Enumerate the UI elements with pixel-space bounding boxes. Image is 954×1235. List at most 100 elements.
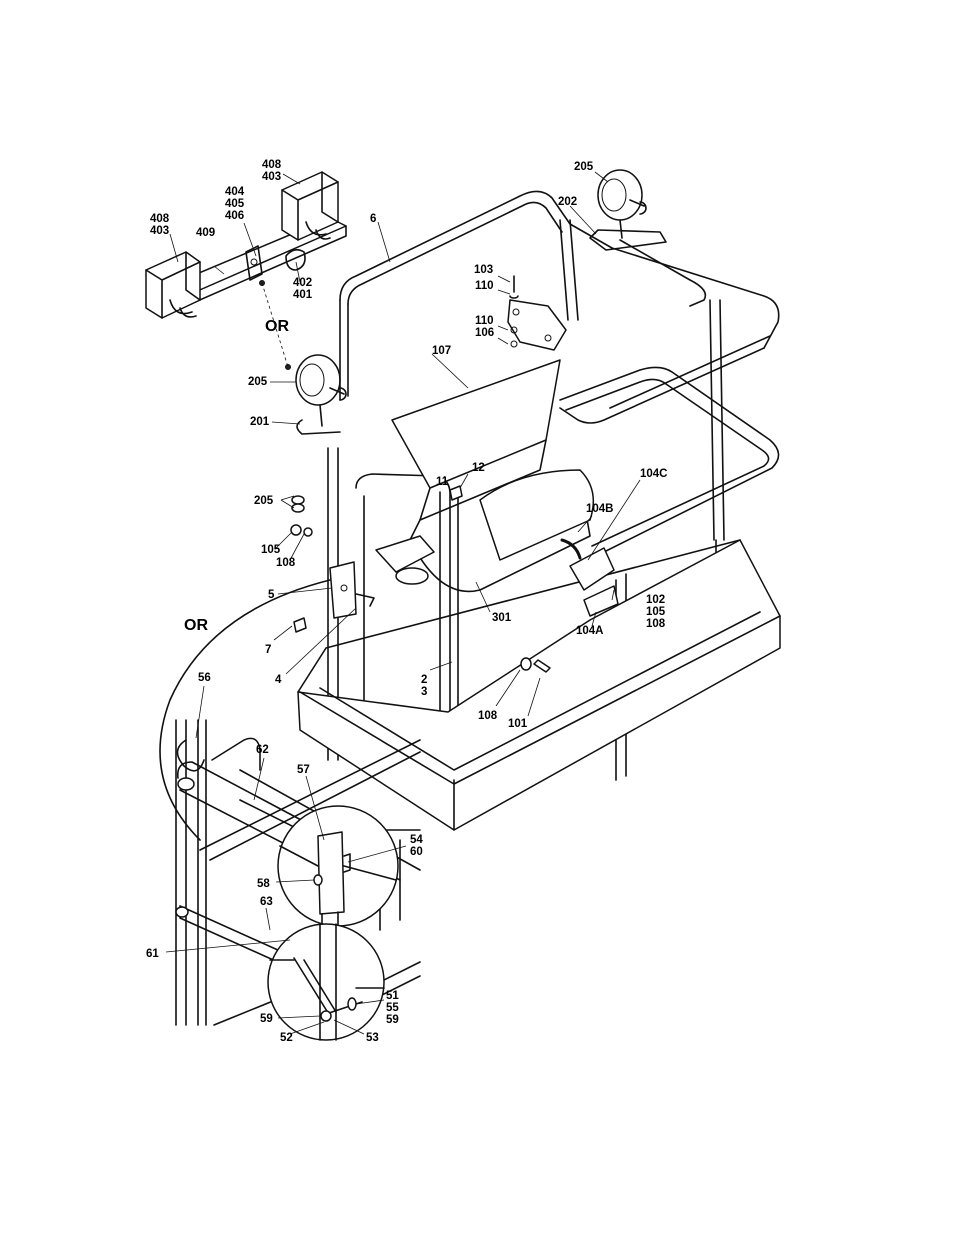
callout-104c: 104C [640,468,668,480]
callout-line: 106 [475,327,494,339]
callout-301: 301 [492,612,512,624]
callout-line: 205 [574,161,594,173]
callout-61: 61 [146,948,159,960]
callout-104b: 104B [586,503,614,515]
callout-line: 6 [370,213,376,225]
callout-104a: 104A [576,625,604,637]
callout-line: 58 [257,878,270,890]
callout-line: 104A [576,625,604,637]
callout-205-top: 205 [574,161,594,173]
callout-7: 7 [265,644,271,656]
callout-line: 403 [150,225,169,237]
callout-line: 409 [196,227,215,239]
callout-103: 103 [474,264,493,276]
callout-line: 108 [646,618,666,630]
callout-line: 54 [410,834,423,846]
callout-line: 104C [640,468,668,480]
callout-line: 59 [260,1013,273,1025]
callout-line: 107 [432,345,451,357]
callout-110-upper: 110 [475,280,494,292]
callout-59-lower: 59 [260,1013,273,1025]
callout-line: 101 [508,718,528,730]
callout-line: 51 [386,990,399,1002]
callout-62: 62 [256,744,269,756]
callout-line: 60 [410,846,423,858]
callout-line: 103 [474,264,493,276]
callout-line: 105 [646,606,666,618]
callout-line: 56 [198,672,211,684]
hardware-parts [290,275,551,673]
callout-107: 107 [432,345,451,357]
callout-line: 201 [250,416,270,428]
callout-101: 101 [508,718,528,730]
callout-line: 61 [146,948,159,960]
callout-202: 202 [558,196,577,208]
work-light-top [589,169,667,251]
callout-line: 59 [386,1014,399,1026]
callout-line: 104B [586,503,614,515]
callout-line: 404 [225,186,245,198]
leader-lines [165,171,641,1035]
callout-108-upper: 108 [276,557,296,569]
callout-line: 53 [366,1032,379,1044]
callout-63: 63 [260,896,273,908]
callout-line: 205 [248,376,268,388]
detail-callout-circle [159,579,331,841]
callout-line: 52 [280,1032,293,1044]
callout-line: 11 [436,476,449,488]
callout-53: 53 [366,1032,379,1044]
callout-line: 57 [297,764,310,776]
callout-line: 403 [262,171,281,183]
callout-line: 55 [386,1002,399,1014]
callout-52: 52 [280,1032,293,1044]
callout-108-lower: 108 [478,710,498,722]
callout-line: 401 [293,289,313,301]
callout-line: 408 [262,159,282,171]
callout-line: 405 [225,198,245,210]
light-bar-assembly [145,171,347,370]
or-label-left: OR [184,617,208,634]
callout-line: 7 [265,644,271,656]
callout-409: 409 [196,227,215,239]
callout-105: 105 [261,544,281,556]
callout-line: 5 [268,589,275,601]
callout-57: 57 [297,764,310,776]
control-box [375,299,595,593]
callout-line: 110 [475,315,494,327]
callout-line: 110 [475,280,494,292]
work-light-mid [295,354,347,435]
callout-line: 406 [225,210,244,222]
callout-201: 201 [250,416,270,428]
foot-switch [560,538,619,617]
magnified-circle-lower [267,923,385,1041]
callout-4: 4 [275,674,282,686]
callout-line: 301 [492,612,512,624]
callout-58: 58 [257,878,270,890]
callout-line: 108 [276,557,296,569]
callout-line: 4 [275,674,282,686]
callout-line: 202 [558,196,577,208]
callout-line: 62 [256,744,269,756]
callout-line: 402 [293,277,312,289]
callout-5: 5 [268,589,275,601]
callout-line: 108 [478,710,498,722]
callout-line: 3 [421,686,427,698]
callout-6: 6 [370,213,376,225]
callout-12: 12 [472,462,485,474]
callout-205-mid: 205 [248,376,268,388]
callout-205-low: 205 [254,495,274,507]
callout-56: 56 [198,672,211,684]
callout-line: 105 [261,544,281,556]
callout-line: 102 [646,594,665,606]
